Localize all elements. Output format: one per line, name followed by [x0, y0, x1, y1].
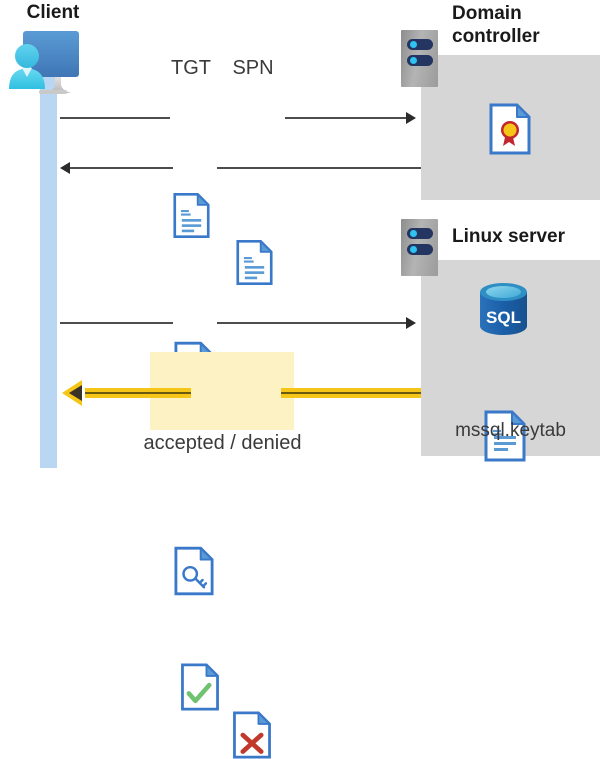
- domain-controller-title-line1: Domain: [452, 3, 522, 24]
- flow-line-step1-right: [285, 117, 407, 119]
- request-key-document-icon: [174, 546, 214, 596]
- client-icon: [5, 26, 100, 96]
- result-label: accepted / denied: [143, 432, 302, 454]
- linux-server-server-icon: [401, 219, 438, 276]
- diagram-canvas: Client Domain controller Linux server: [5, 2, 600, 759]
- sql-label: SQL: [486, 308, 521, 327]
- server-bay-top: [407, 39, 433, 50]
- flow-arrowhead-step3: [406, 317, 416, 329]
- flow-line-step3-right: [217, 322, 407, 324]
- keytab-label: mssql.keytab: [455, 420, 566, 441]
- flow-line-step2-right: [217, 167, 421, 169]
- server-bay-bottom: [407, 244, 433, 255]
- client-title: Client: [26, 2, 80, 23]
- flow-gold-line-right: [281, 388, 421, 398]
- flow-gold-line-left: [85, 388, 191, 398]
- flow-gold-arrowhead-inner: [69, 385, 82, 401]
- certificate-document-icon: [489, 103, 531, 155]
- server-bay-bottom: [407, 55, 433, 66]
- flow-arrowhead-step1: [406, 112, 416, 124]
- tgt-label: TGT: [171, 57, 211, 79]
- flow-arrowhead-step2: [60, 162, 70, 174]
- flow-line-step3-left: [60, 322, 173, 324]
- domain-controller-title-line2: controller: [452, 26, 540, 47]
- tgt-document-icon: [173, 192, 210, 239]
- accepted-document-icon: [180, 663, 220, 711]
- linux-server-title: Linux server: [452, 226, 565, 247]
- client-lifeline: [40, 70, 57, 468]
- flow-line-step2-left: [70, 167, 173, 169]
- spn-document-icon: [236, 239, 273, 286]
- denied-document-icon: [232, 711, 272, 759]
- flow-line-step1-left: [60, 117, 170, 119]
- keytab-document-icon: [484, 410, 526, 462]
- server-bay-top: [407, 228, 433, 239]
- domain-controller-server-icon: [401, 30, 438, 87]
- spn-label: SPN: [232, 57, 274, 79]
- sql-database-icon: SQL: [477, 281, 530, 337]
